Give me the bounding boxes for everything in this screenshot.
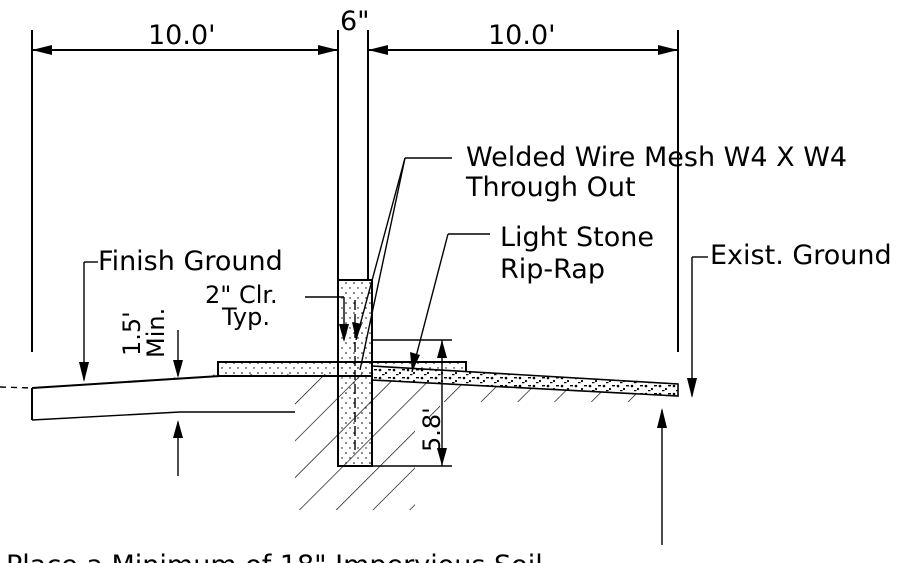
dim-wall-thickness: 6" (340, 6, 370, 37)
mesh-leader (352, 157, 452, 371)
dim-right-width: 10.0' (488, 20, 556, 51)
clear-cover-leader (305, 296, 349, 342)
retaining-wall (337, 279, 373, 467)
stone-label-line2: Rip-Rap (500, 254, 605, 285)
clear-cover-line1: 2" Clr. (205, 281, 278, 309)
stone-label-line1: Light Stone (500, 222, 654, 253)
footing-dimension (372, 339, 452, 467)
clear-cover-line2: Typ. (221, 303, 270, 331)
finish-ground-leader (79, 261, 98, 382)
dim-left-width: 10.0' (148, 20, 216, 51)
right-bottom-arrow (657, 408, 667, 545)
bottom-note: Place a Minimum of 18" Impervious Soil (6, 550, 543, 563)
min-depth-label: Min. (142, 308, 170, 358)
mesh-label-line2: Through Out (465, 172, 636, 203)
top-dimensions (31, 30, 679, 352)
exist-ground-label: Exist. Ground (710, 240, 892, 271)
min-depth-value: 1.5' (118, 311, 146, 356)
footing-height-value: 5.8' (418, 407, 446, 452)
finish-ground-label: Finish Ground (98, 246, 283, 277)
exist-ground-leader (687, 256, 708, 398)
min-depth-dimension (173, 330, 183, 476)
mesh-label-line1: Welded Wire Mesh W4 X W4 (466, 142, 847, 173)
stone-leader (410, 233, 490, 373)
